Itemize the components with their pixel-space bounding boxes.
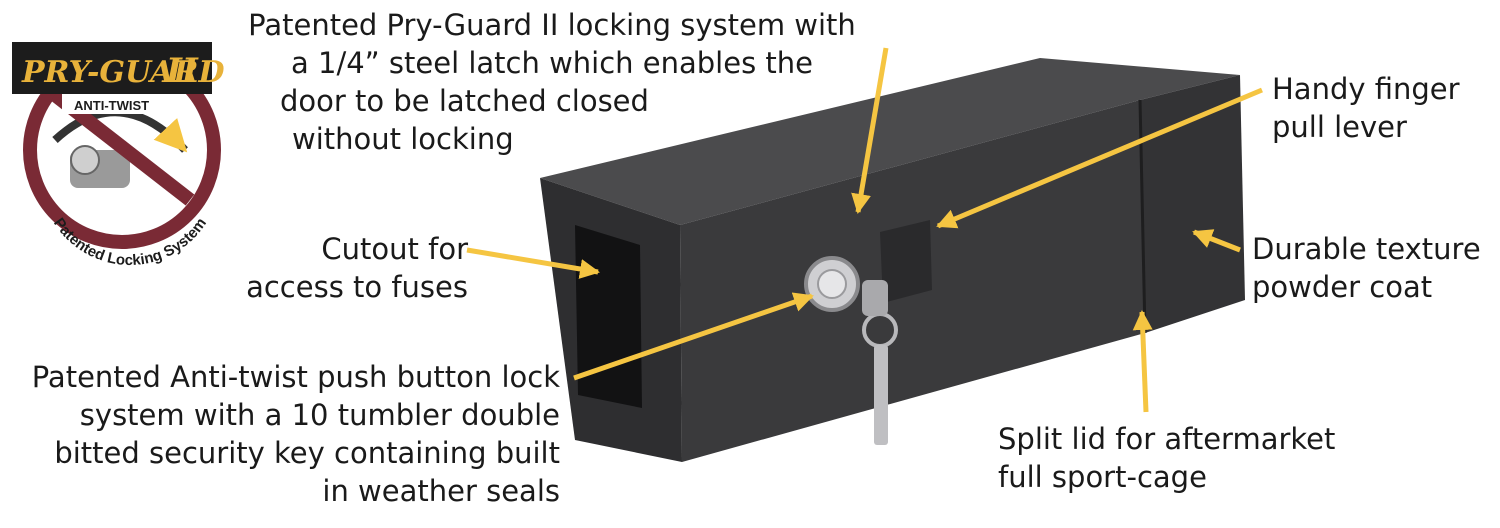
badge-lock-cylinder xyxy=(70,145,100,175)
badge-brand: PRY-GUARD xyxy=(21,55,225,90)
lockbox-top xyxy=(540,58,1240,225)
arrow-split-lid xyxy=(1132,310,1153,413)
callout-line: Cutout for xyxy=(321,232,468,266)
callout-line: Handy finger xyxy=(1272,72,1460,106)
callout-line: door to be latched closed xyxy=(280,84,649,118)
lockbox-cutout xyxy=(575,225,642,408)
pry-guard-badge: PRY-GUARD II ANTI-TWIST Patented Locking… xyxy=(12,42,225,269)
badge-stripe-text: ANTI-TWIST xyxy=(74,98,149,113)
callout-arrows xyxy=(466,47,1263,413)
callout-anti-twist: Patented Anti-twist push button lock sys… xyxy=(14,358,560,510)
arrow-texture xyxy=(1192,229,1241,253)
callout-line: Durable texture xyxy=(1252,232,1481,266)
callout-finger-pull: Handy finger pull lever xyxy=(1272,70,1460,146)
callout-line: a 1/4” steel latch which enables the xyxy=(291,46,813,80)
callout-line: access to fuses xyxy=(246,270,468,304)
callout-cutout: Cutout for access to fuses xyxy=(228,230,468,306)
badge-brand-suffix: II xyxy=(165,51,199,91)
callout-split-lid: Split lid for aftermarket full sport-cag… xyxy=(998,420,1335,496)
badge-stripe xyxy=(62,94,182,114)
callout-line: bitted security key containing built xyxy=(54,436,560,470)
callout-texture: Durable texture powder coat xyxy=(1252,230,1481,306)
callout-line: Patented Anti-twist push button lock xyxy=(31,360,560,394)
finger-pull-lever xyxy=(880,220,932,303)
callout-line: Patented Pry-Guard II locking system wit… xyxy=(248,8,856,42)
callout-line: Split lid for aftermarket xyxy=(998,422,1336,456)
arrow-pry-guard xyxy=(851,47,889,214)
callout-line: full sport-cage xyxy=(998,460,1207,494)
arrow-anti-twist xyxy=(573,292,814,381)
key-head xyxy=(862,280,888,316)
callout-line: in weather seals xyxy=(322,474,560,508)
callout-line: without locking xyxy=(292,122,514,156)
arrow-finger-pull xyxy=(936,87,1263,229)
callout-line: system with a 10 tumbler double xyxy=(79,398,560,432)
lock-core xyxy=(817,269,847,299)
callout-line: powder coat xyxy=(1252,270,1433,304)
lockbox-rear-lid xyxy=(1140,75,1245,333)
callout-pry-guard: Patented Pry-Guard II locking system wit… xyxy=(222,6,882,158)
badge-banner xyxy=(12,42,212,94)
arrow-cutout xyxy=(466,247,600,279)
key-blade xyxy=(874,345,888,445)
callout-line: pull lever xyxy=(1272,110,1407,144)
